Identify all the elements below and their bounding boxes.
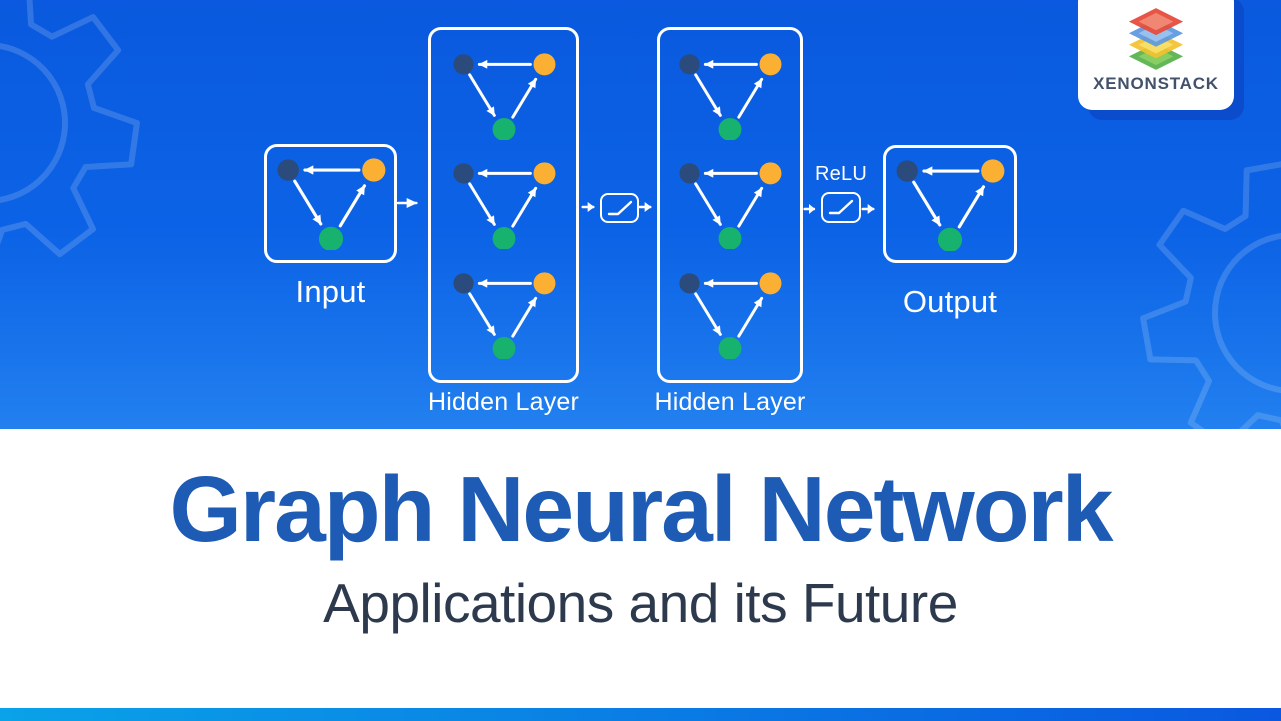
hero-banner: Input Hidden Layer Hidden Layer ReLU [0,0,1281,429]
hidden-layer-2-label: Hidden Layer [654,388,806,416]
input-label: Input [295,274,366,309]
flow-arrow-icon [396,196,428,210]
xenonstack-stack-icon [1128,8,1184,70]
graph-motif [451,52,557,140]
gear-decoration-top-left-icon [0,0,173,309]
flow-arrow-icon [638,200,658,214]
graph-motif [451,271,557,359]
graph-motif [275,157,387,250]
graph-motif [894,158,1006,251]
input-graph-box [264,144,397,263]
hidden-layer-2-box [657,27,803,383]
page-title: Graph Neural Network [169,457,1114,561]
hidden-layer-1-box [428,27,579,383]
graph-motif [451,161,557,249]
gear-decoration-right-icon [1102,122,1281,429]
flow-arrow-icon [803,202,821,216]
xenonstack-logo: XENONSTACK [1078,0,1234,110]
xenonstack-wordmark: XENONSTACK [1093,74,1219,93]
output-graph-box [883,145,1017,263]
relu-label: ReLU [815,163,867,185]
footer-accent-bar [0,708,1281,721]
activation-function-icon [821,192,861,223]
graph-motif [677,52,783,140]
page-subtitle: Applications and its Future [323,571,958,634]
flow-arrow-icon [581,200,601,214]
graph-motif [677,271,783,359]
activation-function-icon [600,193,639,223]
title-section: Graph Neural Network Applications and it… [0,429,1281,708]
flow-arrow-icon [861,202,881,216]
graph-motif [677,161,783,249]
hidden-layer-1-label: Hidden Layer [427,388,580,416]
output-label: Output [902,284,998,319]
